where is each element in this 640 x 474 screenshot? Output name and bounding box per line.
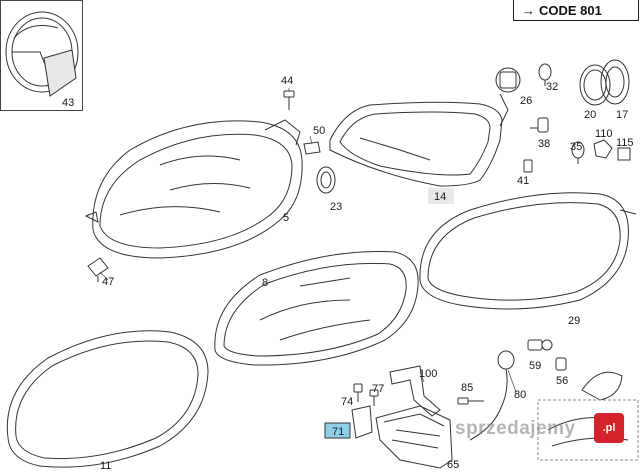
part-labels: 43 44 50 5 47 23 14 26 32 20 17 38 35 11… bbox=[62, 75, 634, 472]
bulb-32 bbox=[538, 63, 552, 86]
cap-17 bbox=[600, 59, 630, 105]
cap-56b bbox=[581, 371, 623, 401]
clip-47 bbox=[87, 257, 109, 282]
screw-85 bbox=[457, 397, 484, 405]
bulb-56 bbox=[555, 357, 567, 371]
bulb-41 bbox=[523, 159, 533, 173]
bolt-44 bbox=[283, 90, 295, 110]
label-44: 44 bbox=[281, 75, 293, 87]
clip-71 bbox=[351, 405, 373, 439]
seal-29 bbox=[419, 192, 637, 310]
bulb-socket-26 bbox=[495, 67, 521, 93]
label-71: 71 bbox=[332, 426, 344, 438]
label-32: 32 bbox=[546, 81, 558, 93]
watermark-badge: .pl bbox=[594, 413, 624, 443]
bulb-38 bbox=[530, 117, 549, 133]
label-85: 85 bbox=[461, 382, 473, 394]
grommet-23 bbox=[316, 166, 336, 194]
arrow-right-icon: → bbox=[522, 2, 535, 18]
screw-74 bbox=[353, 383, 363, 402]
label-8: 8 bbox=[262, 277, 268, 289]
headlight-housing-5 bbox=[84, 119, 303, 259]
label-47: 47 bbox=[102, 276, 114, 288]
bracket-110 bbox=[593, 139, 613, 159]
label-100: 100 bbox=[419, 368, 437, 380]
label-29: 29 bbox=[568, 315, 580, 327]
label-110: 110 bbox=[595, 128, 613, 140]
label-43: 43 bbox=[62, 97, 74, 109]
label-35: 35 bbox=[570, 141, 582, 153]
bracket-115 bbox=[617, 147, 631, 161]
label-38: 38 bbox=[538, 138, 550, 150]
label-17: 17 bbox=[616, 109, 628, 121]
bulb-35 bbox=[571, 141, 585, 164]
label-80: 80 bbox=[514, 389, 526, 401]
label-74: 74 bbox=[341, 396, 353, 408]
highlight-box-71 bbox=[324, 422, 351, 439]
label-59: 59 bbox=[529, 360, 541, 372]
label-50: 50 bbox=[313, 125, 325, 137]
seal-11 bbox=[6, 330, 209, 468]
control-unit-65 bbox=[375, 405, 453, 469]
code-badge: → CODE 801 bbox=[513, 0, 639, 21]
bulb-59 bbox=[527, 339, 553, 351]
inset-detail-43 bbox=[0, 0, 83, 111]
watermark-text: sprzedajemy bbox=[455, 418, 576, 439]
label-115: 115 bbox=[616, 137, 634, 149]
headlight-8 bbox=[214, 251, 419, 366]
label-77: 77 bbox=[372, 383, 384, 395]
label-5: 5 bbox=[283, 212, 289, 224]
clip-50 bbox=[303, 141, 321, 155]
mounting-frame-14 bbox=[329, 93, 509, 187]
leader-lines bbox=[99, 88, 517, 393]
highlight-box-14 bbox=[428, 188, 454, 204]
label-14: 14 bbox=[434, 191, 446, 203]
code-label: CODE 801 bbox=[539, 2, 602, 18]
screw-77 bbox=[369, 389, 379, 406]
label-41: 41 bbox=[517, 175, 529, 187]
cable-80 bbox=[469, 350, 515, 441]
label-11: 11 bbox=[100, 460, 111, 472]
label-26: 26 bbox=[520, 95, 532, 107]
label-23: 23 bbox=[330, 201, 342, 213]
label-65: 65 bbox=[447, 459, 459, 471]
label-20: 20 bbox=[584, 109, 596, 121]
label-56: 56 bbox=[556, 375, 568, 387]
